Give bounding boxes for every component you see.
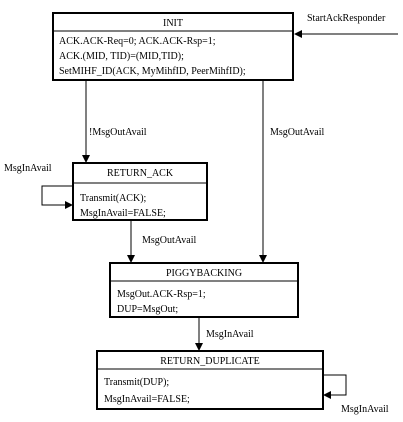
transition-init-to-piggybacking: MsgOutAvail: [259, 80, 324, 263]
state-return-duplicate-action-2: MsgInAvail=FALSE;: [104, 394, 190, 405]
transition-init-to-return-ack: !MsgOutAvail: [82, 80, 147, 163]
state-piggybacking-action-2: DUP=MsgOut;: [117, 304, 178, 315]
state-return-ack-action-2: MsgInAvail=FALSE;: [80, 208, 166, 219]
transition-return-ack-self-loop: MsgInAvail: [4, 163, 73, 209]
state-piggybacking-action-1: MsgOut.ACK-Rsp=1;: [117, 289, 206, 300]
transition-init-to-return-ack-label: !MsgOutAvail: [89, 127, 147, 138]
state-init-action-2: ACK.(MID, TID)=(MID,TID);: [59, 51, 184, 62]
transition-start-label: StartAckResponder: [307, 13, 386, 24]
transition-return-ack-self-loop-label: MsgInAvail: [4, 163, 52, 174]
transition-init-to-piggybacking-label: MsgOutAvail: [270, 127, 324, 138]
state-return-duplicate-action-1: Transmit(DUP);: [104, 377, 169, 388]
state-init: INIT ACK.ACK-Req=0; ACK.ACK-Rsp=1; ACK.(…: [52, 12, 294, 81]
state-piggybacking: PIGGYBACKING MsgOut.ACK-Rsp=1; DUP=MsgOu…: [109, 262, 299, 318]
state-init-action-3: SetMIHF_ID(ACK, MyMihfID, PeerMihfID);: [59, 66, 246, 77]
state-return-ack-title: RETURN_ACK: [107, 168, 174, 179]
transition-return-duplicate-self-loop-label: MsgInAvail: [341, 404, 389, 415]
transition-return-duplicate-self-loop: MsgInAvail: [323, 374, 389, 415]
state-init-action-1: ACK.ACK-Req=0; ACK.ACK-Rsp=1;: [59, 36, 216, 47]
state-return-ack: RETURN_ACK Transmit(ACK); MsgInAvail=FAL…: [72, 162, 208, 221]
state-return-duplicate: RETURN_DUPLICATE Transmit(DUP); MsgInAva…: [96, 350, 324, 410]
transition-piggybacking-to-return-duplicate: MsgInAvail: [195, 317, 254, 351]
transition-return-ack-to-piggybacking-label: MsgOutAvail: [142, 235, 196, 246]
state-init-title: INIT: [163, 18, 183, 29]
transition-piggybacking-to-return-duplicate-label: MsgInAvail: [206, 329, 254, 340]
state-piggybacking-title: PIGGYBACKING: [166, 268, 242, 279]
state-return-duplicate-title: RETURN_DUPLICATE: [160, 356, 259, 367]
state-return-ack-action-1: Transmit(ACK);: [80, 193, 147, 204]
transition-return-ack-to-piggybacking: MsgOutAvail: [127, 220, 196, 263]
transition-start: StartAckResponder: [294, 13, 398, 38]
